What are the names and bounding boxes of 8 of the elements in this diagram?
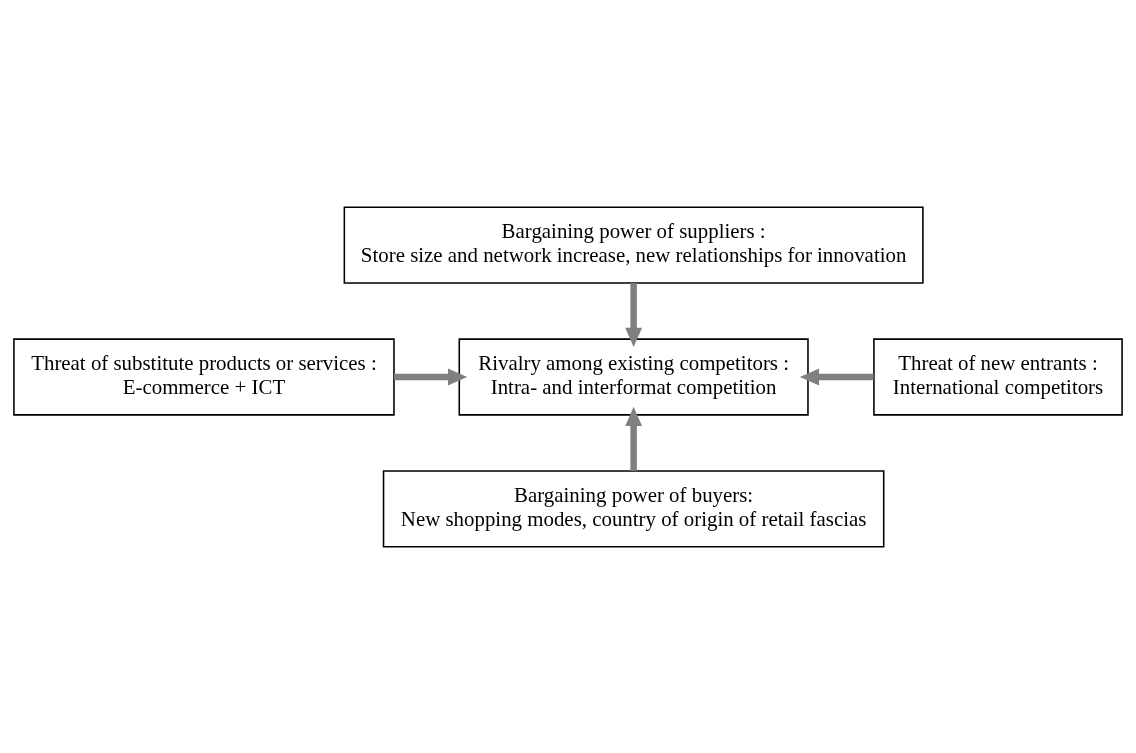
arrow: [625, 406, 643, 471]
node-box: Threat of substitute products or services : E-commerce + ICT: [13, 337, 395, 416]
node-box: Bargaining power of buyers: New shopping modes, country of origin of retail fascias: [382, 469, 885, 548]
node-box: Threat of new entrants : International competitors: [873, 337, 1123, 416]
node-box: Bargaining power of suppliers : Store size and network increase, new relationships for innovation: [343, 205, 924, 284]
arrow: [799, 368, 874, 385]
arrow: [625, 282, 643, 347]
node-box: Rivalry among existing competitors : Intra- and interformat competition: [458, 337, 809, 416]
